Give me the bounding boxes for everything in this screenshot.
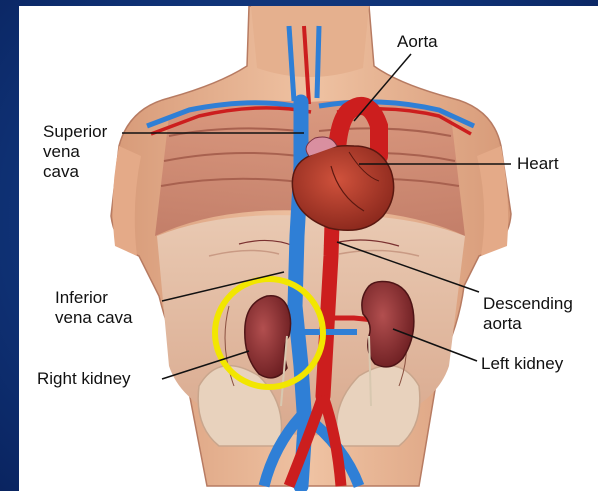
- label-descending-aorta-line2: aorta: [483, 314, 573, 334]
- label-aorta: Aorta: [397, 32, 438, 52]
- label-superior-vena-cava-line1: Superior: [43, 122, 107, 142]
- label-superior-vena-cava-line2: vena: [43, 142, 107, 162]
- label-superior-vena-cava-line3: cava: [43, 162, 107, 182]
- label-heart: Heart: [517, 154, 559, 174]
- label-inferior-vena-cava: Inferior vena cava: [55, 288, 133, 328]
- diagram-panel: Aorta Superior vena cava Heart Inferior …: [19, 6, 598, 491]
- label-superior-vena-cava: Superior vena cava: [43, 122, 107, 182]
- label-right-kidney: Right kidney: [37, 369, 131, 389]
- label-descending-aorta-line1: Descending: [483, 294, 573, 314]
- anatomy-illustration: [19, 6, 598, 491]
- neck: [251, 6, 369, 77]
- label-descending-aorta: Descending aorta: [483, 294, 573, 334]
- label-left-kidney: Left kidney: [481, 354, 563, 374]
- label-inferior-vena-cava-line2: vena cava: [55, 308, 133, 328]
- label-inferior-vena-cava-line1: Inferior: [55, 288, 133, 308]
